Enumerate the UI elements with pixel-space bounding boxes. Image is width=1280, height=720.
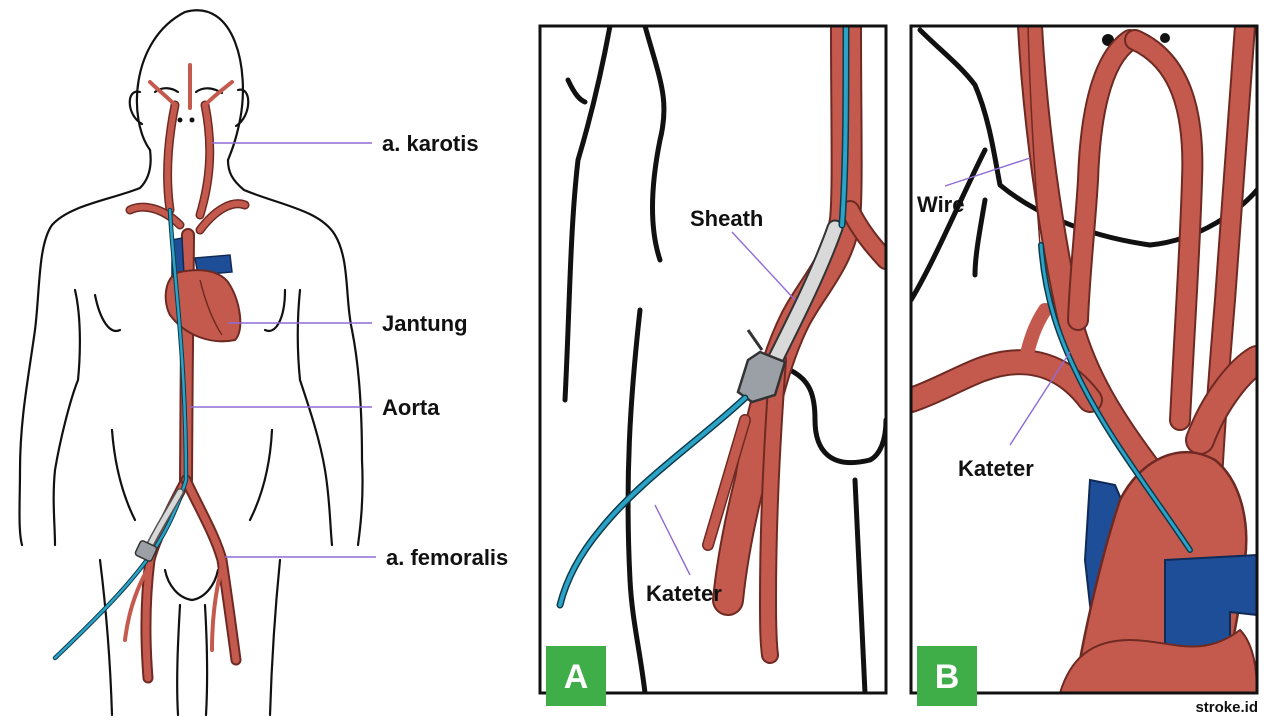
panel-a-contour-1 xyxy=(562,26,613,403)
label-kateter-a: Kateter xyxy=(646,581,722,606)
panel-a-sheath-fill xyxy=(768,221,842,367)
panel-a-branch-right-fill xyxy=(842,202,886,268)
panel-a-hub-tab xyxy=(746,329,764,351)
label-wire: Wire xyxy=(917,192,964,217)
heart-divide xyxy=(199,279,223,336)
nostril-left xyxy=(177,117,183,123)
heart-body xyxy=(164,269,242,343)
panel-b-nostril-right xyxy=(1160,33,1170,43)
panel-a-artery-fill xyxy=(714,26,861,614)
inner-leg-right-lower xyxy=(203,603,209,717)
leader-kateter-b xyxy=(1009,351,1071,446)
panel-b-badge xyxy=(917,646,977,706)
panel-b-carotid-right-fill xyxy=(1126,31,1202,429)
leader-wire xyxy=(944,157,1031,187)
panel-b-carotid-mid-fill xyxy=(1069,31,1139,329)
panel-b: Wire Kateter B xyxy=(909,24,1259,706)
nostril-right xyxy=(189,117,195,123)
panel-a-branch-lower-fill xyxy=(761,353,785,662)
label-sheath: Sheath xyxy=(690,206,763,231)
label-kateter-b: Kateter xyxy=(958,456,1034,481)
panel-b-badge-text: B xyxy=(935,658,960,696)
panel-b-subclavian-right-fill xyxy=(1187,347,1257,453)
body-catheter xyxy=(52,207,189,661)
label-karotis: a. karotis xyxy=(382,131,479,156)
left-arm-inner xyxy=(52,288,81,547)
chest-line-left xyxy=(93,293,122,333)
leader-kateter-a xyxy=(654,504,691,576)
left-ear xyxy=(128,90,144,126)
body-sheath-fill xyxy=(147,489,183,548)
panel-b-heart-lower xyxy=(1058,628,1257,693)
leader-sheath xyxy=(731,231,796,301)
label-jantung: Jantung xyxy=(382,311,468,336)
label-aorta: Aorta xyxy=(382,395,440,420)
panel-a-catheter-out-fill xyxy=(558,396,747,607)
panel-a-contour-4 xyxy=(625,307,648,693)
panel-a-catheter-fill xyxy=(840,26,848,227)
panel-b-frame xyxy=(909,24,1259,695)
chest-line-right xyxy=(263,288,287,333)
femoral-left-branch xyxy=(123,563,152,642)
credit-text: stroke.id xyxy=(1195,699,1258,716)
femoral-right-branch xyxy=(210,563,224,652)
panel-a: Sheath Kateter A xyxy=(538,24,888,706)
facial-branch-left xyxy=(148,80,177,107)
carotid-left-fill xyxy=(164,102,178,213)
body-left-outline xyxy=(18,148,152,547)
panel-b-catheter-fill xyxy=(1039,243,1192,552)
panel-a-contour-5 xyxy=(787,367,886,466)
body-catheter-fill xyxy=(53,208,188,660)
subclavian-right-fill xyxy=(197,200,248,233)
panel-b-subclavian-left-up xyxy=(1018,303,1052,369)
right-ear xyxy=(234,88,250,128)
right-leg-outline xyxy=(268,558,282,717)
panel-a-contour-6 xyxy=(852,477,868,693)
left-leg-outline xyxy=(98,558,114,717)
body-right-outline xyxy=(226,158,364,547)
panel-b-jaw-3 xyxy=(972,197,988,278)
heart xyxy=(164,237,242,343)
panel-a-badge xyxy=(546,646,606,706)
inner-leg-left xyxy=(163,568,194,602)
waist-left xyxy=(110,428,137,522)
panel-b-carotid-left-fill xyxy=(1019,26,1161,481)
label-femoralis: a. femoralis xyxy=(386,545,508,570)
panel-b-subclavian-left-fill xyxy=(911,351,1101,411)
femoral-right-fill xyxy=(182,476,240,664)
panel-b-jaw-2 xyxy=(911,147,988,303)
body-sheath-hub xyxy=(134,540,158,562)
panel-b-wire xyxy=(1027,26,1041,246)
carotid-right-fill xyxy=(197,102,213,218)
panel-a-contour-2 xyxy=(642,26,667,263)
panel-a-hub xyxy=(736,350,787,404)
subclavian-left-fill xyxy=(127,204,183,228)
panel-a-badge-text: A xyxy=(564,658,589,696)
panel-a-frame xyxy=(538,24,888,695)
body-leaders xyxy=(190,142,376,558)
right-arm-inner xyxy=(296,288,334,547)
facial-branch-right xyxy=(203,80,234,107)
inner-leg-right xyxy=(190,568,220,602)
waist-right xyxy=(248,428,274,522)
inner-leg-left-lower xyxy=(176,603,182,717)
body-arteries xyxy=(123,63,250,684)
panel-a-contour-3 xyxy=(565,77,588,105)
panel-a-branch-left-fill xyxy=(703,415,750,550)
